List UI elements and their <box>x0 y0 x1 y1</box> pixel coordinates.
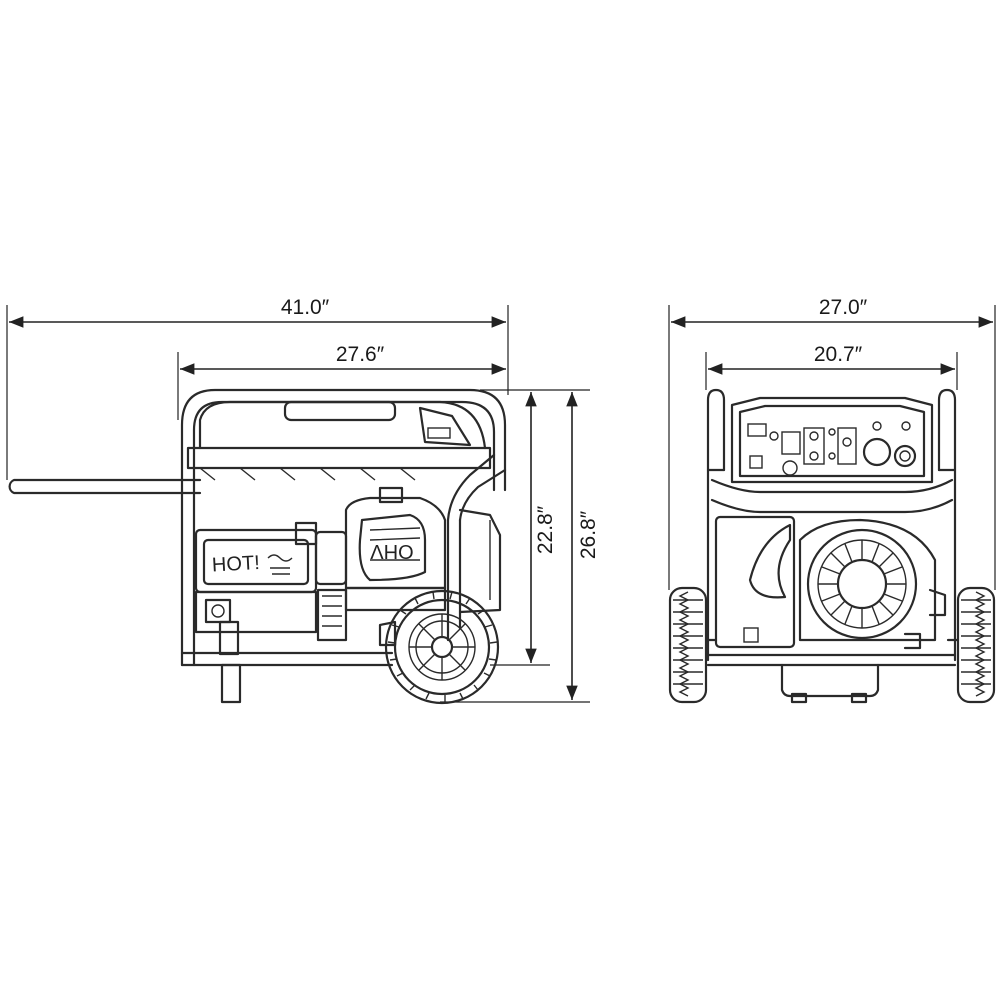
dim-front-frame-width: 20.7″ <box>705 343 958 390</box>
frame <box>180 388 507 667</box>
label-41-0: 41.0″ <box>281 296 330 319</box>
dim-side-frame-height: 22.8″ <box>480 389 557 666</box>
wheel-front-left <box>668 586 718 704</box>
outlet-icon <box>862 437 892 467</box>
panel-switch <box>747 423 767 437</box>
engine-block: OHV <box>294 486 502 642</box>
dim-side-overall-height: 26.8″ <box>440 389 600 703</box>
handle-bar <box>8 478 202 495</box>
frame-front <box>706 388 957 667</box>
dim-side-overall-length: 41.0″ <box>6 296 509 480</box>
generator-front-view <box>668 388 996 704</box>
label-22-8: 22.8″ <box>534 505 557 554</box>
starter-fins <box>818 540 906 628</box>
recoil-starter <box>798 518 947 650</box>
ohv-badge: OHV <box>370 540 414 562</box>
label-27-0: 27.0″ <box>819 296 868 319</box>
fuel-shell <box>714 515 796 649</box>
fuel-tank <box>186 400 492 481</box>
control-panel <box>730 396 934 484</box>
label-20-7: 20.7″ <box>814 343 863 366</box>
label-27-6: 27.6″ <box>336 343 385 366</box>
hot-warning-decal: HOT! <box>211 552 260 576</box>
dim-front-overall-width: 27.0″ <box>668 296 996 590</box>
generator-side-view: HOT! OHV <box>8 388 507 705</box>
label-26-8: 26.8″ <box>577 510 600 559</box>
muffler-housing: HOT! <box>194 528 318 704</box>
wheel-side <box>378 589 500 705</box>
dim-side-frame-length: 27.6″ <box>177 343 506 420</box>
base <box>780 663 880 704</box>
wheel-front-right <box>946 586 996 704</box>
